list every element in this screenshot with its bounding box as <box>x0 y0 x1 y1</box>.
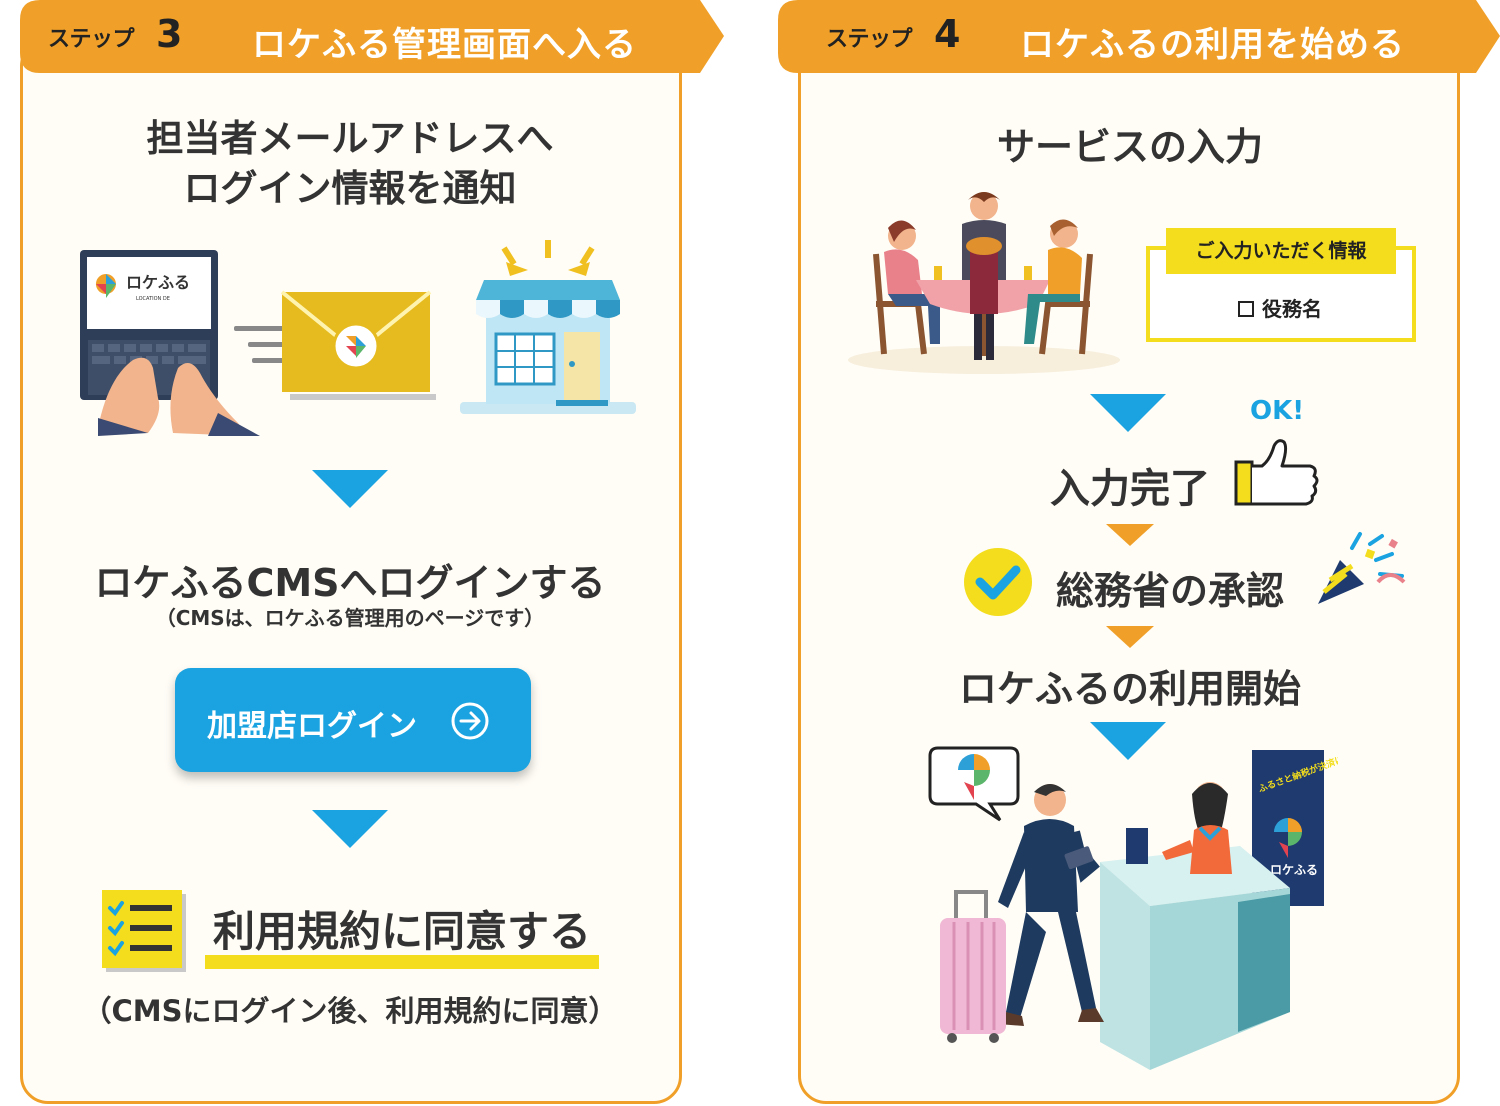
poster-logo: ロケふる <box>1270 863 1318 877</box>
notify-heading-line2: ログイン情報を通知 <box>183 167 517 210</box>
input-done-text: 入力完了 <box>1050 466 1210 512</box>
arrow-circle-right-icon <box>451 702 489 740</box>
party-popper-icon <box>1318 532 1406 604</box>
arrow-small-1 <box>1106 524 1154 546</box>
terms-underline <box>205 955 599 969</box>
ok-text: OK! <box>1250 396 1305 426</box>
laptop-logo-sub: LOCATION DE <box>136 296 170 302</box>
terms-heading: 利用規約に同意する <box>212 907 591 956</box>
step4-banner-shape <box>778 0 1500 73</box>
laptop-logo-text: ロケふる <box>126 273 190 292</box>
arrow-small-2 <box>1106 626 1154 648</box>
notify-heading: 担当者メールアドレスへ ログイン情報を通知 <box>70 114 630 214</box>
store-icon <box>460 240 636 414</box>
cms-heading: ロケふるCMSへログインする <box>94 561 606 605</box>
notify-heading-line1: 担当者メールアドレスへ <box>146 117 554 160</box>
merchant-login-label: 加盟店ログイン <box>207 709 417 744</box>
step3-banner: ステップ 3 ロケふる管理画面へ入る <box>20 0 724 73</box>
arrow-down-2 <box>312 810 388 848</box>
step4-title: ロケふるの利用を始める <box>1020 25 1405 65</box>
laptop-icon: ロケふる LOCATION DE <box>80 250 260 436</box>
merchant-login-button[interactable]: 加盟店ログイン <box>175 668 531 772</box>
cms-note: （CMSは、ロケふる管理用のページです） <box>155 606 545 630</box>
service-heading: サービスの入力 <box>996 125 1263 169</box>
step3-label: ステップ <box>48 27 135 52</box>
input-info-box-item-label: 役務名 <box>1262 297 1322 321</box>
checkbox-icon <box>1238 301 1254 317</box>
mail-icon <box>234 290 436 400</box>
step4-label: ステップ <box>826 27 913 52</box>
checklist-icon <box>102 890 186 972</box>
arrow-down-3 <box>1090 394 1166 432</box>
step3-number: 3 <box>156 12 183 56</box>
check-circle-icon <box>964 548 1032 616</box>
thumbs-up-icon <box>1234 439 1319 506</box>
approval-text: 総務省の承認 <box>1055 569 1284 613</box>
terms-note: （CMSにログイン後、利用規約に同意） <box>82 994 618 1028</box>
counter-illustration: ふるさと納税が決済に使えます ロケふる <box>928 742 1338 1070</box>
input-info-box-item: 役務名 <box>1238 293 1322 322</box>
step4-number: 4 <box>934 12 961 56</box>
restaurant-illustration <box>848 192 1120 374</box>
arrow-down-4 <box>1090 722 1166 760</box>
step3-banner-shape <box>20 0 724 73</box>
input-info-box-title: ご入力いただく情報 <box>1166 228 1396 274</box>
step4-banner: ステップ 4 ロケふるの利用を始める <box>778 0 1500 73</box>
step3-title: ロケふる管理画面へ入る <box>252 25 637 65</box>
start-text: ロケふるの利用開始 <box>958 667 1301 711</box>
arrow-down-1 <box>312 470 388 508</box>
